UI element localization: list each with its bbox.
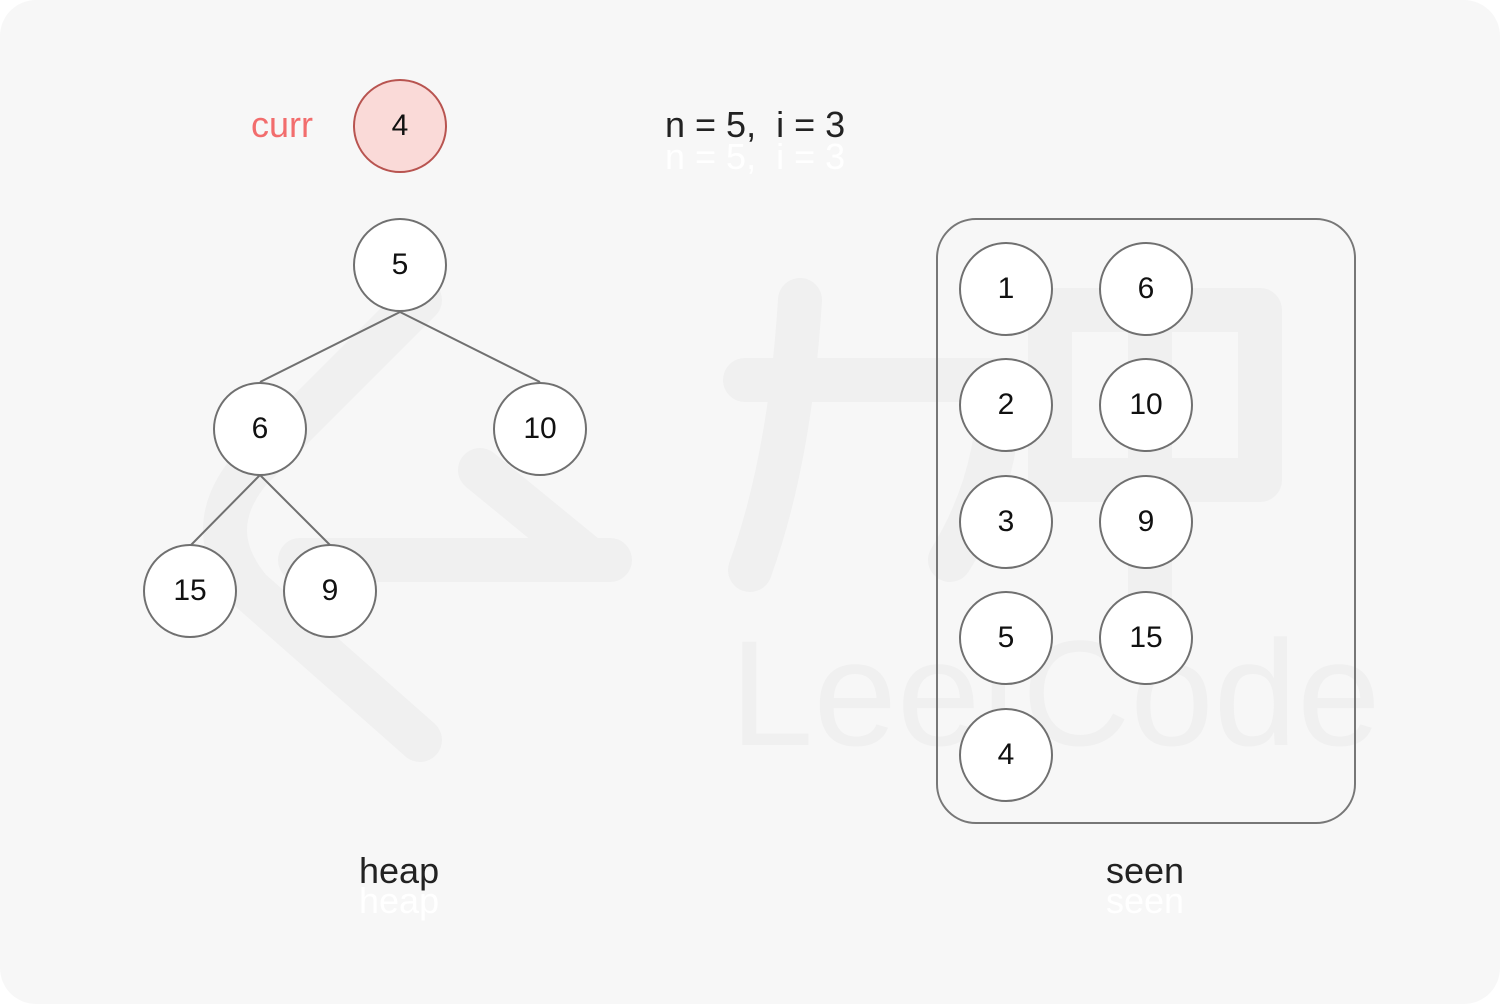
seen-item: 9: [1099, 475, 1193, 569]
heap-node: 9: [283, 544, 377, 638]
heap-node: 10: [493, 382, 587, 476]
heap-node: 5: [353, 218, 447, 312]
seen-item-value: 6: [1137, 272, 1155, 305]
seen-item-value: 3: [997, 505, 1015, 538]
status-text: n = 5, i = 3: [665, 104, 846, 145]
seen-item: 15: [1099, 591, 1193, 685]
heap-caption: heap: [359, 850, 440, 891]
heap-node-value: 15: [173, 574, 207, 607]
seen-set-container: [936, 218, 1356, 824]
heap-node: 15: [143, 544, 237, 638]
seen-item-value: 4: [997, 738, 1015, 771]
heap-node: 6: [213, 382, 307, 476]
seen-item: 5: [959, 591, 1053, 685]
heap-node-value: 9: [321, 574, 339, 607]
seen-item: 4: [959, 708, 1053, 802]
seen-item-value: 9: [1137, 505, 1155, 538]
seen-item-value: 10: [1129, 388, 1163, 421]
current-node: 4: [353, 79, 447, 173]
seen-item-value: 5: [997, 621, 1015, 654]
seen-item: 6: [1099, 242, 1193, 336]
seen-item: 1: [959, 242, 1053, 336]
heap-node-value: 5: [391, 248, 409, 281]
curr-label: curr: [251, 104, 313, 145]
seen-item-value: 2: [997, 388, 1015, 421]
heap-node-value: 10: [523, 412, 557, 445]
status-text-reflection: n = 5, i = 3: [665, 136, 846, 177]
heap-caption-reflection: heap: [359, 880, 440, 921]
seen-item: 10: [1099, 358, 1193, 452]
seen-item: 3: [959, 475, 1053, 569]
seen-item-value: 15: [1129, 621, 1163, 654]
seen-item: 2: [959, 358, 1053, 452]
seen-caption: seen: [1106, 850, 1185, 891]
heap-node-value: 6: [251, 412, 269, 445]
seen-caption-reflection: seen: [1106, 880, 1185, 921]
current-node-value: 4: [391, 109, 409, 142]
seen-item-value: 1: [997, 272, 1015, 305]
